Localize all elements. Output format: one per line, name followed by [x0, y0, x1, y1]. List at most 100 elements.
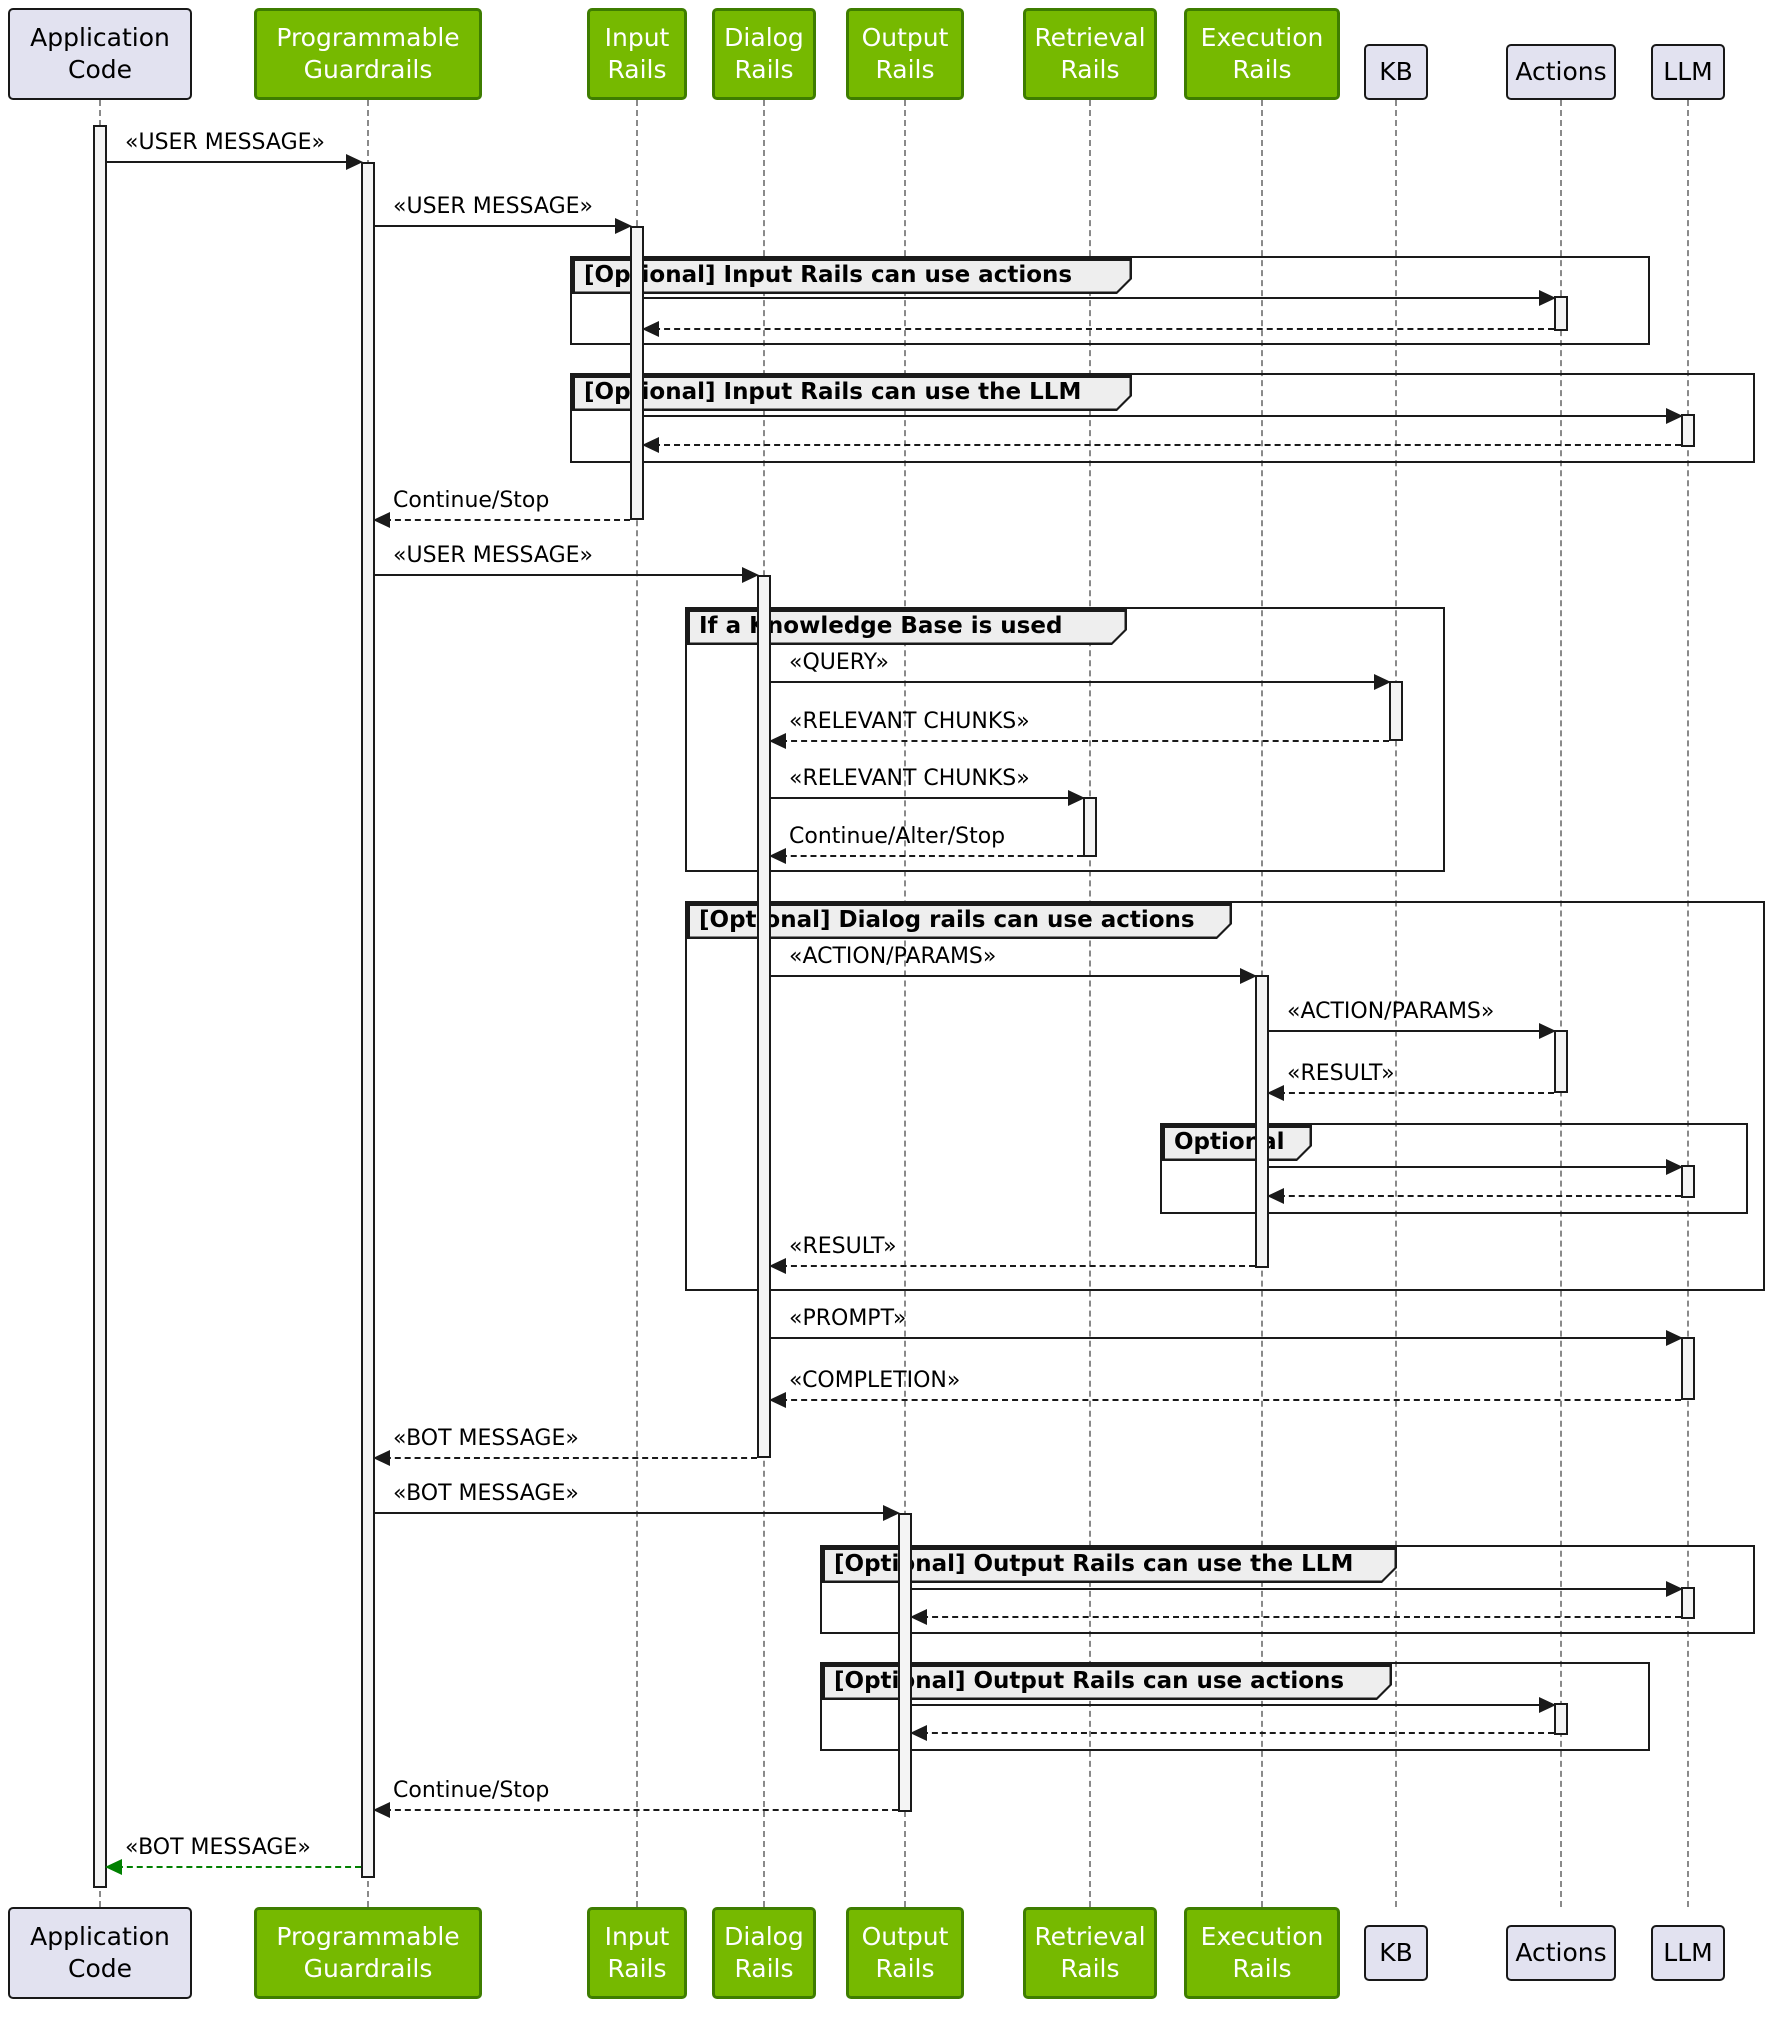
activation-actions-3	[1554, 1703, 1568, 1735]
arrowhead-icon	[1539, 1697, 1556, 1713]
message-label: Continue/Stop	[393, 488, 550, 513]
message-arrow-23	[910, 1609, 1681, 1625]
arrowhead-icon	[769, 1392, 786, 1408]
participant-top-execution-rails: Execution Rails	[1184, 8, 1340, 100]
frame-title-tab: [Optional] Input Rails can use the LLM	[572, 375, 1132, 411]
participant-top-output-rails: Output Rails	[846, 8, 964, 100]
participant-bottom-kb: KB	[1364, 1925, 1428, 1981]
arrowhead-icon	[910, 1725, 927, 1741]
activation-retrieval-rails	[1083, 797, 1097, 857]
arrowhead-icon	[1240, 968, 1257, 984]
arrowhead-icon	[373, 1802, 390, 1818]
participant-top-llm: LLM	[1651, 44, 1725, 100]
lifeline-retrieval-rails	[1089, 100, 1091, 1907]
activation-kb	[1389, 681, 1403, 741]
frame-title: [Optional] Input Rails can use actions	[584, 262, 1073, 288]
arrowhead-icon	[1539, 290, 1556, 306]
activation-llm-3	[1681, 1337, 1695, 1400]
activation-llm-1	[1681, 414, 1695, 447]
message-arrow-9	[769, 733, 1389, 749]
arrowhead-icon	[346, 154, 363, 170]
participant-bottom-actions: Actions	[1506, 1925, 1616, 1981]
message-label: «RELEVANT CHUNKS»	[789, 709, 1030, 734]
frame-optional-llm: Optional	[1160, 1123, 1748, 1214]
participant-top-input-rails: Input Rails	[587, 8, 687, 100]
lifeline-kb	[1395, 100, 1397, 1907]
message-arrow-4	[644, 408, 1683, 424]
arrowhead-icon	[1666, 1330, 1683, 1346]
activation-output-rails	[898, 1513, 912, 1812]
message-arrow-19	[769, 1392, 1681, 1408]
message-arrow-1	[375, 218, 632, 234]
message-arrow-17	[769, 1258, 1255, 1274]
arrowhead-icon	[769, 848, 786, 864]
participant-bottom-dialog-rails: Dialog Rails	[712, 1907, 816, 1999]
activation-input-rails	[630, 226, 644, 520]
message-label: «USER MESSAGE»	[393, 543, 593, 568]
arrowhead-icon	[1666, 1581, 1683, 1597]
message-arrow-27	[105, 1859, 361, 1875]
message-label: «BOT MESSAGE»	[393, 1426, 579, 1451]
activation-dialog-rails	[757, 575, 771, 1458]
message-arrow-14	[1267, 1085, 1554, 1101]
activation-actions-2	[1554, 1030, 1568, 1093]
message-arrow-6	[373, 512, 630, 528]
participant-top-kb: KB	[1364, 44, 1428, 100]
frame-output-rails-actions: [Optional] Output Rails can use actions	[820, 1662, 1650, 1751]
message-arrow-3	[642, 321, 1554, 337]
participant-top-retrieval-rails: Retrieval Rails	[1023, 8, 1157, 100]
message-label: «BOT MESSAGE»	[125, 1835, 311, 1860]
arrowhead-icon	[1666, 1159, 1683, 1175]
frame-title-tab: If a Knowledge Base is used	[687, 609, 1127, 645]
arrowhead-icon	[642, 321, 659, 337]
arrowhead-icon	[769, 1258, 786, 1274]
participant-bottom-input-rails: Input Rails	[587, 1907, 687, 1999]
frame-title: Optional	[1174, 1129, 1285, 1155]
frame-title: [Optional] Dialog rails can use actions	[699, 907, 1195, 933]
message-label: «QUERY»	[789, 650, 889, 675]
message-label: Continue/Alter/Stop	[789, 824, 1006, 849]
arrowhead-icon	[1267, 1085, 1284, 1101]
message-arrow-25	[910, 1725, 1554, 1741]
message-label: «RESULT»	[1287, 1061, 1395, 1086]
lifeline-output-rails	[904, 100, 906, 1907]
participant-top-actions: Actions	[1506, 44, 1616, 100]
arrowhead-icon	[642, 437, 659, 453]
arrowhead-icon	[742, 567, 759, 583]
message-arrow-24	[912, 1697, 1556, 1713]
arrowhead-icon	[769, 733, 786, 749]
message-label: «ACTION/PARAMS»	[789, 944, 997, 969]
activation-llm-2	[1681, 1165, 1695, 1198]
message-arrow-7	[375, 567, 759, 583]
frame-input-rails-actions: [Optional] Input Rails can use actions	[570, 256, 1650, 345]
arrowhead-icon	[883, 1505, 900, 1521]
arrowhead-icon	[1267, 1188, 1284, 1204]
activation-programmable-guardrails	[361, 162, 375, 1878]
frame-title-tab: [Optional] Input Rails can use actions	[572, 258, 1132, 294]
message-arrow-22	[912, 1581, 1683, 1597]
arrowhead-icon	[1068, 790, 1085, 806]
frame-title-tab: [Optional] Output Rails can use the LLM	[822, 1547, 1397, 1583]
frame-title: [Optional] Output Rails can use the LLM	[834, 1551, 1354, 1577]
message-arrow-8	[771, 674, 1391, 690]
participant-bottom-output-rails: Output Rails	[846, 1907, 964, 1999]
frame-title: If a Knowledge Base is used	[699, 613, 1063, 639]
arrowhead-icon	[1666, 408, 1683, 424]
lifeline-actions	[1560, 100, 1562, 1907]
message-label: «RELEVANT CHUNKS»	[789, 766, 1030, 791]
frame-output-rails-llm: [Optional] Output Rails can use the LLM	[820, 1545, 1755, 1634]
participant-top-dialog-rails: Dialog Rails	[712, 8, 816, 100]
message-arrow-12	[771, 968, 1257, 984]
lifeline-llm	[1687, 100, 1689, 1907]
arrowhead-icon	[105, 1859, 122, 1875]
activation-application-code	[93, 125, 107, 1888]
message-label: «RESULT»	[789, 1234, 897, 1259]
arrowhead-icon	[373, 1450, 390, 1466]
participant-top-application-code: Application Code	[8, 8, 192, 100]
message-label: «USER MESSAGE»	[393, 194, 593, 219]
participant-bottom-llm: LLM	[1651, 1925, 1725, 1981]
frame-title-tab: [Optional] Dialog rails can use actions	[687, 903, 1232, 939]
activation-llm-4	[1681, 1587, 1695, 1619]
message-arrow-5	[642, 437, 1681, 453]
